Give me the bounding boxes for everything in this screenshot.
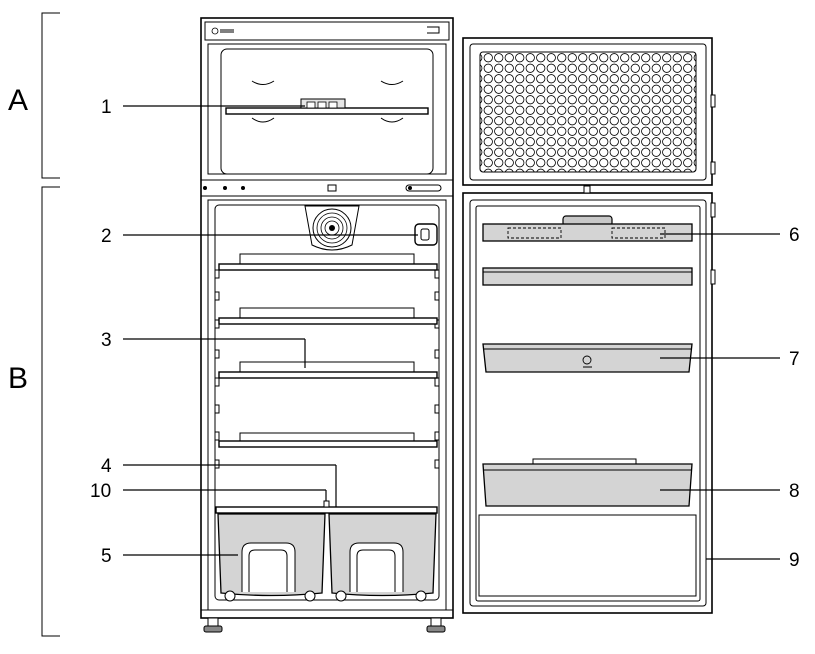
brand-logo-icon — [211, 27, 219, 35]
fan-grille-icon — [304, 205, 360, 251]
compartment-divider — [201, 179, 453, 197]
callout-7: 7 — [789, 349, 800, 370]
callout-2: 2 — [101, 226, 112, 247]
fridge-compartment — [201, 199, 453, 633]
section-a-bracket — [41, 12, 60, 179]
vegetable-drawer — [217, 513, 326, 602]
door-bottom-bin — [478, 514, 697, 597]
door-shelf-small — [482, 267, 693, 286]
callout-8: 8 — [789, 481, 800, 502]
thermostat-control — [300, 98, 346, 109]
glass-shelf — [218, 253, 438, 271]
glass-shelf — [218, 307, 438, 325]
section-a-label: A — [8, 84, 28, 117]
callout-5: 5 — [101, 546, 112, 567]
freezer-compartment — [207, 43, 447, 175]
callout-1: 1 — [101, 97, 112, 118]
adjustable-foot — [203, 617, 223, 633]
door-balcony — [482, 343, 693, 373]
section-b-bracket — [41, 186, 60, 637]
callout-6: 6 — [789, 225, 800, 246]
fridge-cabinet — [200, 17, 454, 619]
glass-shelf — [218, 361, 438, 379]
fridge-door — [462, 185, 716, 614]
callout-9: 9 — [789, 550, 800, 571]
freezer-door — [462, 37, 716, 186]
vegetable-drawer — [328, 513, 437, 602]
brand-logo-icon — [582, 355, 592, 365]
callout-lines — [123, 105, 780, 560]
adjustable-foot — [426, 617, 446, 633]
callout-10: 10 — [90, 481, 111, 502]
callout-3: 3 — [101, 330, 112, 351]
light-switch — [414, 223, 438, 246]
glass-shelf — [218, 432, 438, 448]
callout-4: 4 — [101, 456, 112, 477]
bottle-shelf — [482, 458, 693, 507]
butter-compartment — [482, 215, 693, 242]
crisper-cover — [215, 506, 438, 514]
water-drain — [323, 500, 330, 508]
section-b-label: B — [8, 362, 28, 395]
